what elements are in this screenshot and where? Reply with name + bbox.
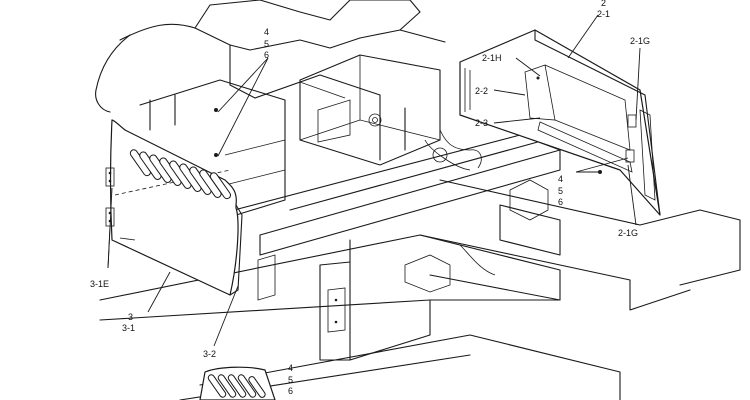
callout-5-right: 5 (558, 186, 563, 196)
callout-4-bottom: 4 (288, 363, 293, 373)
callout-2-1g-bottom: 2-1G (618, 228, 638, 238)
left-door-panel (105, 108, 243, 296)
callout-2-1: 2-1 (597, 9, 610, 19)
callout-3: 3 (128, 312, 133, 322)
callout-3-1e: 3-1E (90, 279, 109, 289)
callout-4-right: 4 (558, 174, 563, 184)
callout-5-top: 5 (264, 39, 269, 49)
callout-4-top: 4 (264, 27, 269, 37)
callout-5-bottom: 5 (288, 375, 293, 385)
bottom-louver-panel (199, 366, 276, 400)
callout-3-1: 3-1 (122, 323, 135, 333)
callout-2: 2 (601, 0, 606, 8)
callout-6-top: 6 (264, 50, 269, 60)
callout-2-2: 2-2 (475, 86, 488, 96)
leader-lines (107, 14, 641, 347)
callout-2-1h: 2-1H (482, 53, 502, 63)
callout-2-3: 2-3 (475, 118, 488, 128)
right-door-panel (459, 29, 661, 216)
callout-labels: 2 2-1 2-1G 2-1H 2-2 2-3 4 5 6 4 5 6 2-1G… (90, 0, 650, 396)
callout-3-2: 3-2 (203, 349, 216, 359)
callout-2-1g-top: 2-1G (630, 36, 650, 46)
callout-6-right: 6 (558, 197, 563, 207)
callout-6-bottom: 6 (288, 386, 293, 396)
louver-vents (129, 149, 232, 200)
